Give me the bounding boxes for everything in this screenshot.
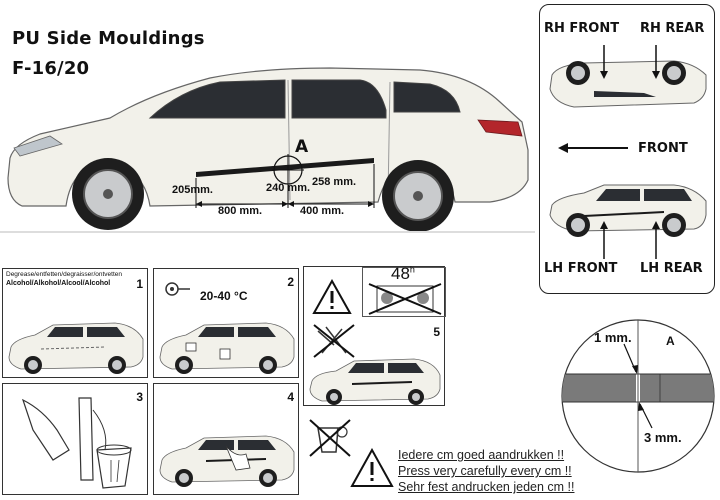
detail-offset-label: 3 mm. <box>644 430 682 445</box>
measure-front-length: 800 mm. <box>218 205 263 217</box>
product-code: F-16/20 <box>12 58 90 79</box>
car-windows <box>148 79 461 119</box>
car-wash-box: 48h <box>362 264 446 317</box>
measure-rear-height: 258 mm. <box>312 176 357 188</box>
orientation-box: RH FRONT RH REAR FRONT LH FRONT LH REAR <box>539 4 715 294</box>
step-2-temperature: 20-40 °C <box>200 289 248 303</box>
detail-gap-label: 1 mm. <box>594 330 632 345</box>
page-title: PU Side Mouldings <box>12 28 205 49</box>
detail-marker-a: A <box>666 334 675 348</box>
instruction-en: Press very carefully every cm !! <box>398 464 572 478</box>
rh-car-diagram <box>549 45 707 108</box>
warning-icon <box>312 279 352 314</box>
step-1-degrease-text: Degrease/entfetten/degraisser/ontvetten <box>6 271 122 278</box>
step-5-panel: 48h 5 <box>303 264 446 406</box>
step-1-panel: Degrease/entfetten/degraisser/ontvetten … <box>2 268 148 378</box>
side-moulding <box>196 158 374 177</box>
step-1-car <box>8 322 144 374</box>
warning-press-icon <box>350 448 394 487</box>
cure-time: 48h <box>391 264 415 283</box>
measure-rear-length: 400 mm. <box>300 205 345 217</box>
step-2-car <box>159 322 295 374</box>
step-5-car <box>309 358 441 405</box>
step-3-panel: 3 <box>2 383 148 495</box>
label-lh-rear: LH REAR <box>640 261 703 276</box>
peel-backing-illustration <box>21 397 132 489</box>
instruction-nl: Iedere cm goed aandrukken !! <box>398 448 565 462</box>
measure-front-height: 205mm. <box>172 184 213 196</box>
no-tools-icon <box>313 324 355 358</box>
instruction-de: Sehr fest andrucken jeden cm !! <box>398 480 575 494</box>
no-car-wash-icon <box>368 283 442 315</box>
label-rh-rear: RH REAR <box>640 21 705 36</box>
step-2-panel: 20-40 °C 2 <box>153 268 299 378</box>
no-washing-icon <box>309 419 351 457</box>
label-rh-front: RH FRONT <box>544 21 620 36</box>
label-lh-front: LH FRONT <box>544 261 618 276</box>
step-4-car <box>159 435 295 487</box>
marker-label-a: A <box>295 137 309 157</box>
front-arrow-icon <box>558 143 628 153</box>
step-4-number: 4 <box>287 390 294 404</box>
rear-wheel <box>382 160 454 232</box>
measure-center-height: 240 mm. <box>266 182 311 194</box>
thermometer-icon <box>165 282 190 296</box>
step-1-number: 1 <box>136 277 143 291</box>
detail-circle <box>561 319 715 473</box>
step-2-number: 2 <box>287 275 294 289</box>
front-wheel <box>72 158 144 230</box>
main-car-diagram <box>0 67 535 233</box>
step-3-number: 3 <box>136 390 143 404</box>
lh-car-diagram <box>549 184 707 259</box>
step-1-alcohol-text: Alcohol/Alkohol/Alcool/Alcohol <box>6 280 111 287</box>
step-5-number: 5 <box>433 325 440 339</box>
step-4-panel: 4 <box>153 383 299 495</box>
label-front: FRONT <box>638 141 688 156</box>
